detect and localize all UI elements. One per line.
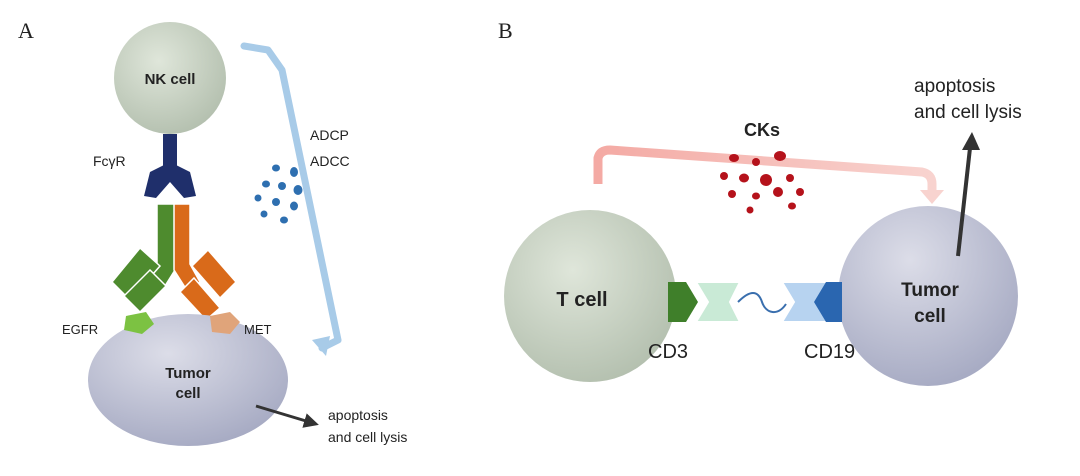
panel-a-label: A <box>18 18 34 43</box>
cd3-receptor <box>668 282 698 322</box>
adcc-label: ADCC <box>310 153 350 169</box>
panel-a: A NK cell FcγR Tumor cell EG <box>18 18 407 446</box>
outcome-a-line2: and cell lysis <box>328 429 407 445</box>
cytokine-dots-red <box>720 151 804 214</box>
adcp-label: ADCP <box>310 127 349 143</box>
antibody-orange-chain <box>173 203 238 322</box>
cytokine-dots-blue <box>254 164 303 224</box>
egfr-receptor <box>124 312 154 334</box>
met-receptor <box>210 312 240 334</box>
cytokine-bracket-arrow <box>593 145 937 192</box>
tumor-a-label-line1: Tumor <box>165 365 211 382</box>
cd19-label: CD19 <box>804 341 855 363</box>
tumor-cell-a <box>88 314 288 446</box>
nk-cell-label: NK cell <box>145 71 196 88</box>
antibody-green-chain <box>110 203 176 314</box>
adcc-arrow-head <box>312 336 330 356</box>
tumor-b-label-line1: Tumor <box>901 280 959 301</box>
outcome-b-line2: and cell lysis <box>914 102 1022 123</box>
outcome-arrow-b-head <box>962 132 980 150</box>
cks-label: CKs <box>744 120 780 140</box>
t-cell <box>504 210 676 382</box>
cd19-receptor <box>814 282 842 322</box>
tumor-b-label-line2: cell <box>914 306 946 327</box>
egfr-label: EGFR <box>62 322 98 337</box>
panel-b: B CKs T cell Tumor cell <box>498 18 1022 386</box>
t-cell-label: T cell <box>556 289 607 311</box>
cd3-label: CD3 <box>648 341 688 363</box>
panel-b-label: B <box>498 18 513 43</box>
bite-anti-cd3-domain <box>694 281 742 323</box>
outcome-b-line1: apoptosis <box>914 76 995 97</box>
tumor-a-label-line2: cell <box>175 385 200 402</box>
adcc-bracket-arrow <box>240 42 342 352</box>
met-label: MET <box>244 322 272 337</box>
bite-linker <box>737 292 787 313</box>
cytokine-arrow-head <box>920 190 944 204</box>
fcgr-label: FcγR <box>93 153 126 169</box>
fcgr-receptor <box>144 134 196 198</box>
nk-cell <box>114 22 226 134</box>
tumor-cell-b <box>838 206 1018 386</box>
outcome-arrow-a <box>255 404 319 428</box>
outcome-a-line1: apoptosis <box>328 407 388 423</box>
outcome-arrow-b <box>956 147 972 257</box>
